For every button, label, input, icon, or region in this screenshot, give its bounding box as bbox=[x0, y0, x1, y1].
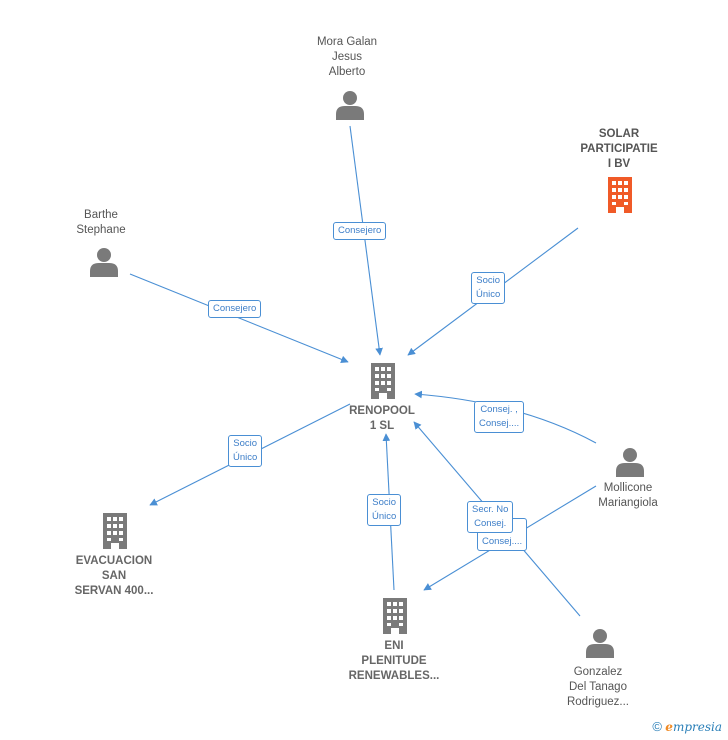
edge-label-mora[interactable]: Consejero bbox=[333, 222, 387, 240]
node-label-line: SAN bbox=[101, 570, 127, 582]
node-label-line: Del Tanago bbox=[569, 681, 627, 693]
edge-label-line: Socio bbox=[372, 497, 397, 508]
node-label-renopool[interactable]: RENOPOOL 1 SL bbox=[336, 404, 428, 434]
brand-rest: mpresia bbox=[672, 720, 722, 734]
node-label-evacuacion[interactable]: EVACUACION SAN SERVAN 400... bbox=[64, 554, 164, 599]
node-label-line: Rodriguez... bbox=[566, 696, 629, 708]
node-label-line: Mora Galan bbox=[316, 36, 378, 48]
edge-label-gonzalez-secr[interactable]: Secr. No Consej. bbox=[467, 501, 514, 533]
node-label-line: SERVAN 400... bbox=[74, 585, 154, 597]
person-icon-barthe[interactable] bbox=[90, 248, 118, 277]
brand-initial: e bbox=[665, 720, 673, 734]
edge-label-evacuacion[interactable]: Socio Único bbox=[228, 435, 263, 467]
node-label-gonzalez[interactable]: Gonzalez Del Tanago Rodriguez... bbox=[552, 665, 644, 710]
building-icon-evacuacion[interactable] bbox=[103, 513, 127, 549]
edge-label-line: Secr. No bbox=[472, 504, 509, 515]
edge-label-barthe[interactable]: Consejero bbox=[208, 300, 262, 318]
node-label-line: RENEWABLES... bbox=[348, 670, 440, 682]
edge-label-line: Consej.... bbox=[482, 536, 523, 547]
edge-label-line: Único bbox=[233, 452, 258, 463]
node-label-eni[interactable]: ENI PLENITUDE RENEWABLES... bbox=[341, 639, 447, 684]
edge-mora-renopool bbox=[349, 125, 383, 356]
copyright-symbol: © bbox=[652, 719, 662, 734]
node-label-line: Mollicone bbox=[603, 482, 653, 494]
edge-label-line: Socio bbox=[476, 275, 501, 286]
edge-label-line: Consejero bbox=[338, 225, 382, 236]
node-label-line: PLENITUDE bbox=[361, 655, 427, 667]
brand-logo[interactable]: empresia bbox=[665, 720, 722, 734]
edge-label-mollicone[interactable]: Consej. , Consej.... bbox=[474, 401, 525, 433]
node-label-line: I BV bbox=[607, 158, 631, 170]
person-icon-gonzalez[interactable] bbox=[586, 629, 614, 658]
edge-label-eni[interactable]: Socio Único bbox=[367, 494, 402, 526]
edge-barthe-renopool bbox=[129, 273, 349, 363]
node-label-line: Alberto bbox=[328, 66, 366, 78]
node-label-line: Jesus bbox=[331, 51, 363, 63]
node-label-line: Stephane bbox=[76, 224, 126, 236]
edge-label-line: Consej. , bbox=[480, 404, 518, 415]
node-label-line: ENI bbox=[384, 640, 404, 652]
node-label-line: Gonzalez bbox=[573, 666, 623, 678]
edge-label-line: Consej. bbox=[474, 518, 507, 529]
node-label-line: Barthe bbox=[84, 209, 118, 221]
node-label-line: Mariangiola bbox=[598, 497, 658, 509]
footer-brand: © empresia bbox=[652, 719, 722, 734]
edge-label-line: Consejero bbox=[213, 303, 257, 314]
edge-label-line: Único bbox=[372, 511, 397, 522]
node-label-line: EVACUACION bbox=[75, 555, 153, 567]
building-icon-solar[interactable] bbox=[608, 177, 632, 213]
node-label-line: 1 SL bbox=[369, 420, 395, 432]
edge-label-line: Socio bbox=[233, 438, 258, 449]
building-icon-eni[interactable] bbox=[383, 598, 407, 634]
edge-label-line: Único bbox=[476, 289, 501, 300]
node-label-barthe[interactable]: Barthe Stephane bbox=[55, 208, 147, 238]
node-label-line: PARTICIPATIE bbox=[580, 143, 658, 155]
person-icon-mollicone[interactable] bbox=[616, 448, 644, 477]
node-label-line: RENOPOOL bbox=[349, 405, 415, 417]
building-icon-renopool[interactable] bbox=[371, 363, 395, 399]
edge-label-line: Consej.... bbox=[479, 418, 520, 429]
person-icon-mora[interactable] bbox=[336, 91, 364, 120]
node-label-solar[interactable]: SOLAR PARTICIPATIE I BV bbox=[568, 127, 670, 172]
node-label-mora[interactable]: Mora Galan Jesus Alberto bbox=[300, 35, 394, 80]
node-label-mollicone[interactable]: Mollicone Mariangiola bbox=[582, 481, 674, 511]
edge-label-solar[interactable]: Socio Único bbox=[471, 272, 506, 304]
node-label-line: SOLAR bbox=[598, 128, 640, 140]
